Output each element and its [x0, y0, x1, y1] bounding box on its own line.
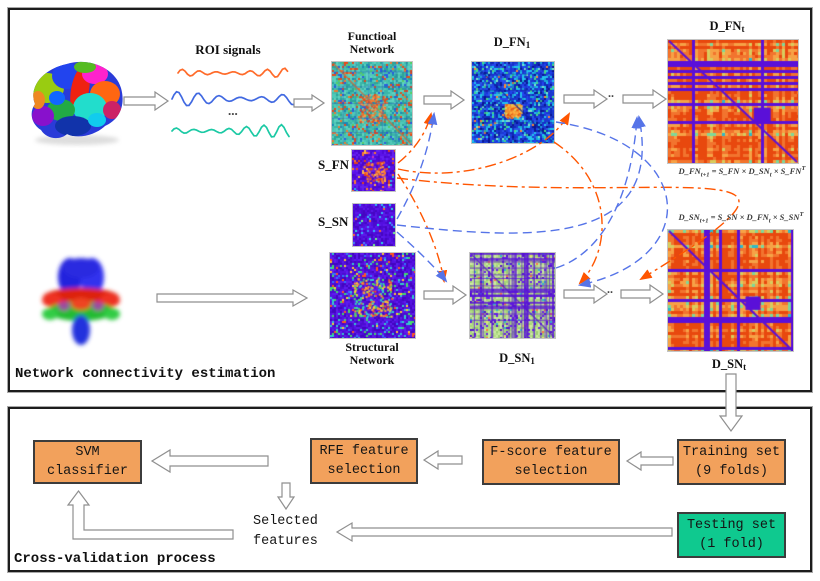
training-set-box: Training set(9 folds) — [677, 439, 786, 485]
s-fn-matrix — [351, 149, 396, 192]
d-fn1-matrix — [471, 61, 555, 144]
structural-network-label: Structural Network — [345, 340, 399, 367]
bottom-panel-label: Cross-validation process — [14, 551, 216, 567]
d-fnt-matrix — [667, 39, 799, 164]
d-fn-update-formula: D_FNt+1 = S_FN × D_SNt × S_FNT — [678, 165, 806, 179]
roi-dots: ... — [228, 103, 238, 118]
d-fnt-label: D_FNt — [709, 19, 745, 34]
top-panel-label: Network connectivity estimation — [15, 366, 276, 382]
functional-network-label: Functioal Network — [347, 29, 397, 56]
selected-features-label: Selected features — [253, 514, 318, 549]
d-snt-matrix — [667, 229, 794, 352]
d-snt-label: D_SNt — [711, 357, 747, 372]
s-sn-matrix — [352, 203, 396, 247]
d-sn-update-formula: D_SNt+1 = S_SN × D_FNt × S_SNT — [678, 211, 804, 225]
d-sn1-matrix — [469, 252, 556, 339]
s-fn-label: S_FN — [318, 157, 350, 172]
d-fn1-label: D_FN1 — [493, 35, 531, 50]
s-sn-label: S_SN — [318, 214, 349, 229]
d-sn1-label: D_SN1 — [499, 351, 535, 366]
cross-validation-panel — [8, 407, 812, 572]
testing-set-box: Testing set(1 fold) — [677, 512, 786, 558]
network-connectivity-panel — [8, 8, 812, 392]
structural-network-matrix — [329, 252, 416, 339]
sequence-dots-bottom: .. — [607, 282, 613, 296]
roi-signals-label: ROI signals — [195, 42, 261, 57]
functional-network-matrix — [331, 61, 413, 146]
sequence-dots-top: .. — [608, 86, 614, 100]
